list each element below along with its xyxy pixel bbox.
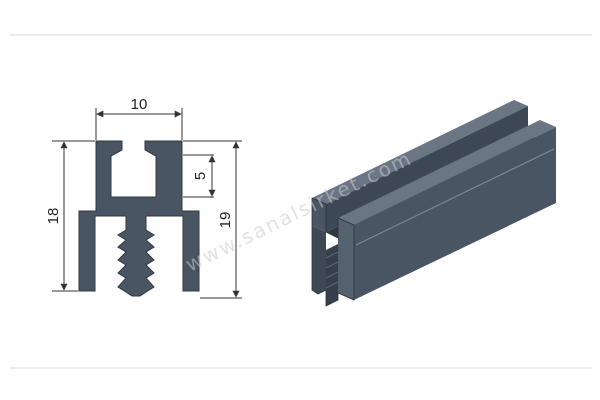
- dimension-slot-depth: 5: [183, 154, 216, 198]
- profile-cross-section: [78, 140, 200, 297]
- dimension-left-height: 18: [45, 140, 95, 292]
- dimension-label-left-height: 18: [45, 208, 62, 225]
- dimension-label-right-height: 19: [217, 212, 234, 229]
- dimension-top-width: 10: [95, 96, 183, 140]
- profile-3d-render: [311, 100, 556, 307]
- dimension-right-height: 19: [183, 140, 242, 299]
- dimension-label-slot-depth: 5: [192, 172, 209, 180]
- dimension-label-top-width: 10: [131, 96, 148, 113]
